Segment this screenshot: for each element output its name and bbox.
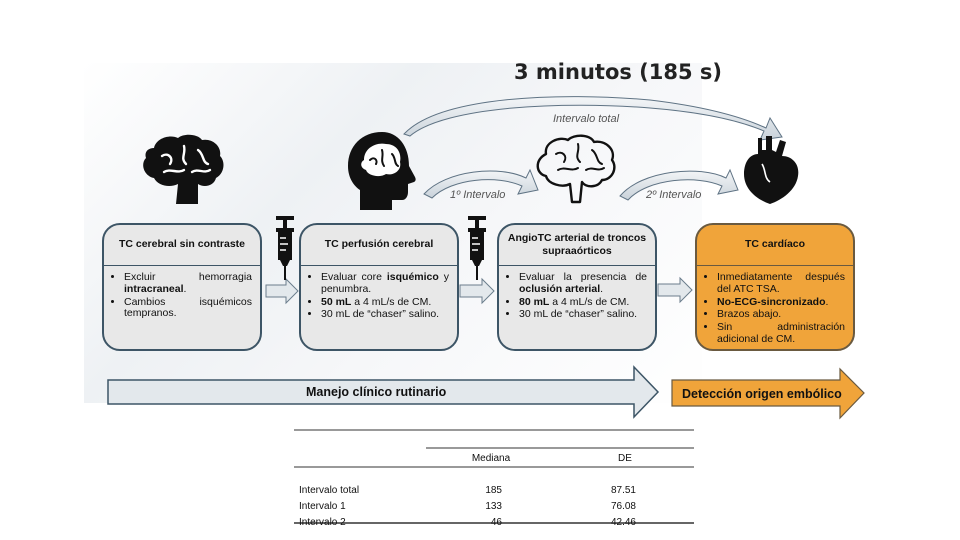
flow-arrow-3 (657, 276, 693, 304)
embolic-band-arrow (671, 367, 865, 420)
flow-arrow-2 (459, 277, 495, 305)
arc-total-interval (403, 96, 783, 141)
card-tc-cerebral: TC cerebral sin contraste Excluir hemorr… (102, 223, 262, 351)
stats-table: Mediana DE Intervalo total 185 87.51 Int… (294, 429, 694, 530)
list-item: Excluir hemorragia intracraneal. (124, 271, 252, 296)
list-item: Evaluar la presencia de oclusión arteria… (519, 271, 647, 296)
card-angiotc: AngioTC arterial de troncos supraaórtico… (497, 223, 657, 351)
list-item: Inmediatamente después del ATC TSA. (717, 271, 845, 296)
heart-icon (744, 136, 799, 204)
card-title: TC cardíaco (697, 225, 853, 266)
head-brain-icon (348, 132, 416, 210)
table-row: Intervalo 2 46 42.46 (299, 516, 636, 528)
card-tc-perfusion: TC perfusión cerebral Evaluar core isqué… (299, 223, 459, 351)
brain-outline-icon (536, 134, 616, 204)
table-row: Intervalo total 185 87.51 (299, 484, 636, 496)
diagram-title: 3 minutos (185 s) (514, 60, 723, 84)
label-first-interval: 1º Intervalo (450, 189, 506, 201)
list-item: Evaluar core isquémico y penumbra. (321, 271, 449, 296)
list-item: Sin administración adicional de CM. (717, 321, 845, 346)
card-tc-cardiaco: TC cardíaco Inmediatamente después del A… (695, 223, 855, 351)
embolic-band-label: Detección origen embólico (682, 387, 842, 401)
flow-arrow-1 (265, 277, 299, 305)
card-list: Excluir hemorragia intracraneal. Cambios… (124, 271, 252, 321)
label-second-interval: 2º Intervalo (646, 189, 702, 201)
syringe-icon (276, 216, 294, 280)
card-list: Inmediatamente después del ATC TSA. No-E… (717, 271, 845, 346)
card-title: TC perfusión cerebral (301, 225, 457, 266)
label-total-interval: Intervalo total (553, 113, 620, 125)
card-title: TC cerebral sin contraste (104, 225, 260, 266)
card-list: Evaluar la presencia de oclusión arteria… (519, 271, 647, 321)
arc-second-interval (619, 168, 739, 201)
list-item: Cambios isquémicos tempranos. (124, 296, 252, 321)
routine-band-label: Manejo clínico rutinario (306, 385, 447, 399)
list-item: No-ECG-sincronizado. (717, 296, 845, 309)
list-item: 30 mL de “chaser” salino. (519, 308, 647, 321)
card-title: AngioTC arterial de troncos supraaórtico… (499, 225, 655, 266)
list-item: 80 mL a 4 mL/s de CM. (519, 296, 647, 309)
list-item: 50 mL a 4 mL/s de CM. (321, 296, 449, 309)
table-row: Intervalo 1 133 76.08 (299, 500, 636, 512)
arc-first-interval (423, 168, 539, 199)
list-item: Brazos abajo. (717, 308, 845, 321)
card-list: Evaluar core isquémico y penumbra. 50 mL… (321, 271, 449, 321)
brain-icon (143, 134, 224, 204)
table-header-row: Mediana DE (294, 450, 694, 466)
syringe-icon (468, 216, 486, 280)
column-header-de: DE (618, 452, 632, 464)
list-item: 30 mL de “chaser” salino. (321, 308, 449, 321)
routine-band-arrow (107, 365, 660, 419)
column-header-mediana: Mediana (471, 452, 511, 464)
